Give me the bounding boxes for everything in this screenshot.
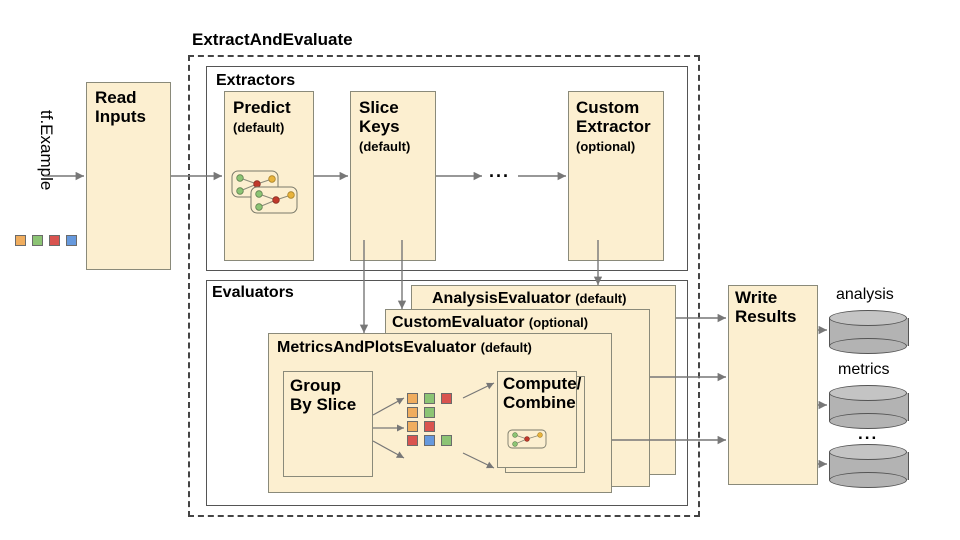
slice-swatch-1-1 [407, 393, 418, 404]
write-results-line-1: Write [735, 288, 778, 307]
read-inputs-line-1: Read [95, 88, 137, 107]
read-inputs-line-2: Inputs [95, 107, 146, 127]
group-by-slice-line-2: By Slice [290, 395, 357, 415]
output-store-analysis[interactable] [829, 310, 909, 354]
node-compute-combine[interactable] [497, 371, 577, 468]
node-compute-combine-label: Compute/ Combine [503, 374, 585, 412]
node-slice-keys-label: Slice Keys (default) [359, 98, 439, 155]
slice-swatch-1-3 [441, 393, 452, 404]
predict-sub: (default) [233, 120, 285, 136]
node-group-by-slice-label: Group By Slice [290, 376, 376, 414]
evaluators-panel-title: Evaluators [212, 284, 294, 301]
output-store-more[interactable] [829, 444, 909, 488]
input-swatch-1 [15, 235, 26, 246]
model-graph-icon [231, 170, 298, 214]
slice-swatch-3-1 [407, 421, 418, 432]
slice-keys-sub: (default) [359, 139, 411, 155]
input-swatch-2 [32, 235, 43, 246]
node-custom-extractor[interactable] [568, 91, 664, 261]
slice-swatch-2-2 [424, 407, 435, 418]
extractors-ellipsis: ... [489, 161, 511, 181]
group-by-slice-line-1: Group [290, 376, 341, 395]
output-label-analysis: analysis [836, 286, 894, 303]
slice-swatch-1-2 [424, 393, 435, 404]
custom-extractor-sub: (optional) [576, 139, 636, 155]
node-predict-label: Predict (default) [233, 98, 315, 136]
output-store-metrics[interactable] [829, 385, 909, 429]
slice-swatch-4-3 [441, 435, 452, 446]
input-label-tf-example: tf.Example [37, 110, 56, 191]
extract-and-evaluate-boundary [188, 55, 700, 517]
node-group-by-slice[interactable] [283, 371, 373, 477]
predict-line-1: Predict [233, 98, 291, 117]
slice-swatch-4-1 [407, 435, 418, 446]
slice-swatch-2-1 [407, 407, 418, 418]
slice-keys-line-2: Keys [359, 117, 400, 137]
analysis-evaluator-name: AnalysisEvaluator [432, 290, 571, 307]
node-custom-evaluator-label: CustomEvaluator (optional) [392, 314, 588, 332]
output-label-metrics: metrics [838, 361, 890, 378]
node-write-results-label: Write Results [735, 288, 821, 326]
compute-combine-line-2: Combine [503, 393, 576, 413]
node-write-results[interactable] [728, 285, 818, 485]
metrics-plots-evaluator-sub: (default) [480, 340, 532, 355]
output-label-more: ... [858, 424, 879, 443]
slice-swatch-3-2 [424, 421, 435, 432]
slice-keys-line-1: Slice [359, 98, 399, 117]
compute-combine-line-1: Compute/ [503, 374, 582, 393]
analysis-evaluator-sub: (default) [575, 291, 627, 306]
compute-graph-icon [507, 429, 547, 449]
slice-swatch-4-2 [424, 435, 435, 446]
node-custom-extractor-label: Custom Extractor (optional) [576, 98, 668, 155]
extractors-panel-title: Extractors [216, 72, 296, 89]
node-slice-keys[interactable] [350, 91, 436, 261]
custom-extractor-line-1: Custom [576, 98, 640, 117]
metrics-plots-evaluator-name: MetricsAndPlotsEvaluator [277, 339, 477, 356]
input-swatch-4 [66, 235, 77, 246]
node-read-inputs-label: Read Inputs [95, 88, 165, 126]
node-analysis-evaluator-label: AnalysisEvaluator (default) [432, 290, 626, 308]
node-read-inputs[interactable] [86, 82, 171, 270]
custom-evaluator-sub: (optional) [528, 315, 589, 330]
input-swatch-3 [49, 235, 60, 246]
write-results-line-2: Results [735, 307, 797, 327]
extract-and-evaluate-title: ExtractAndEvaluate [192, 30, 353, 49]
custom-evaluator-name: CustomEvaluator [392, 314, 525, 331]
node-metrics-and-plots-evaluator-label: MetricsAndPlotsEvaluator (default) [277, 339, 532, 357]
custom-extractor-line-2: Extractor [576, 117, 651, 137]
